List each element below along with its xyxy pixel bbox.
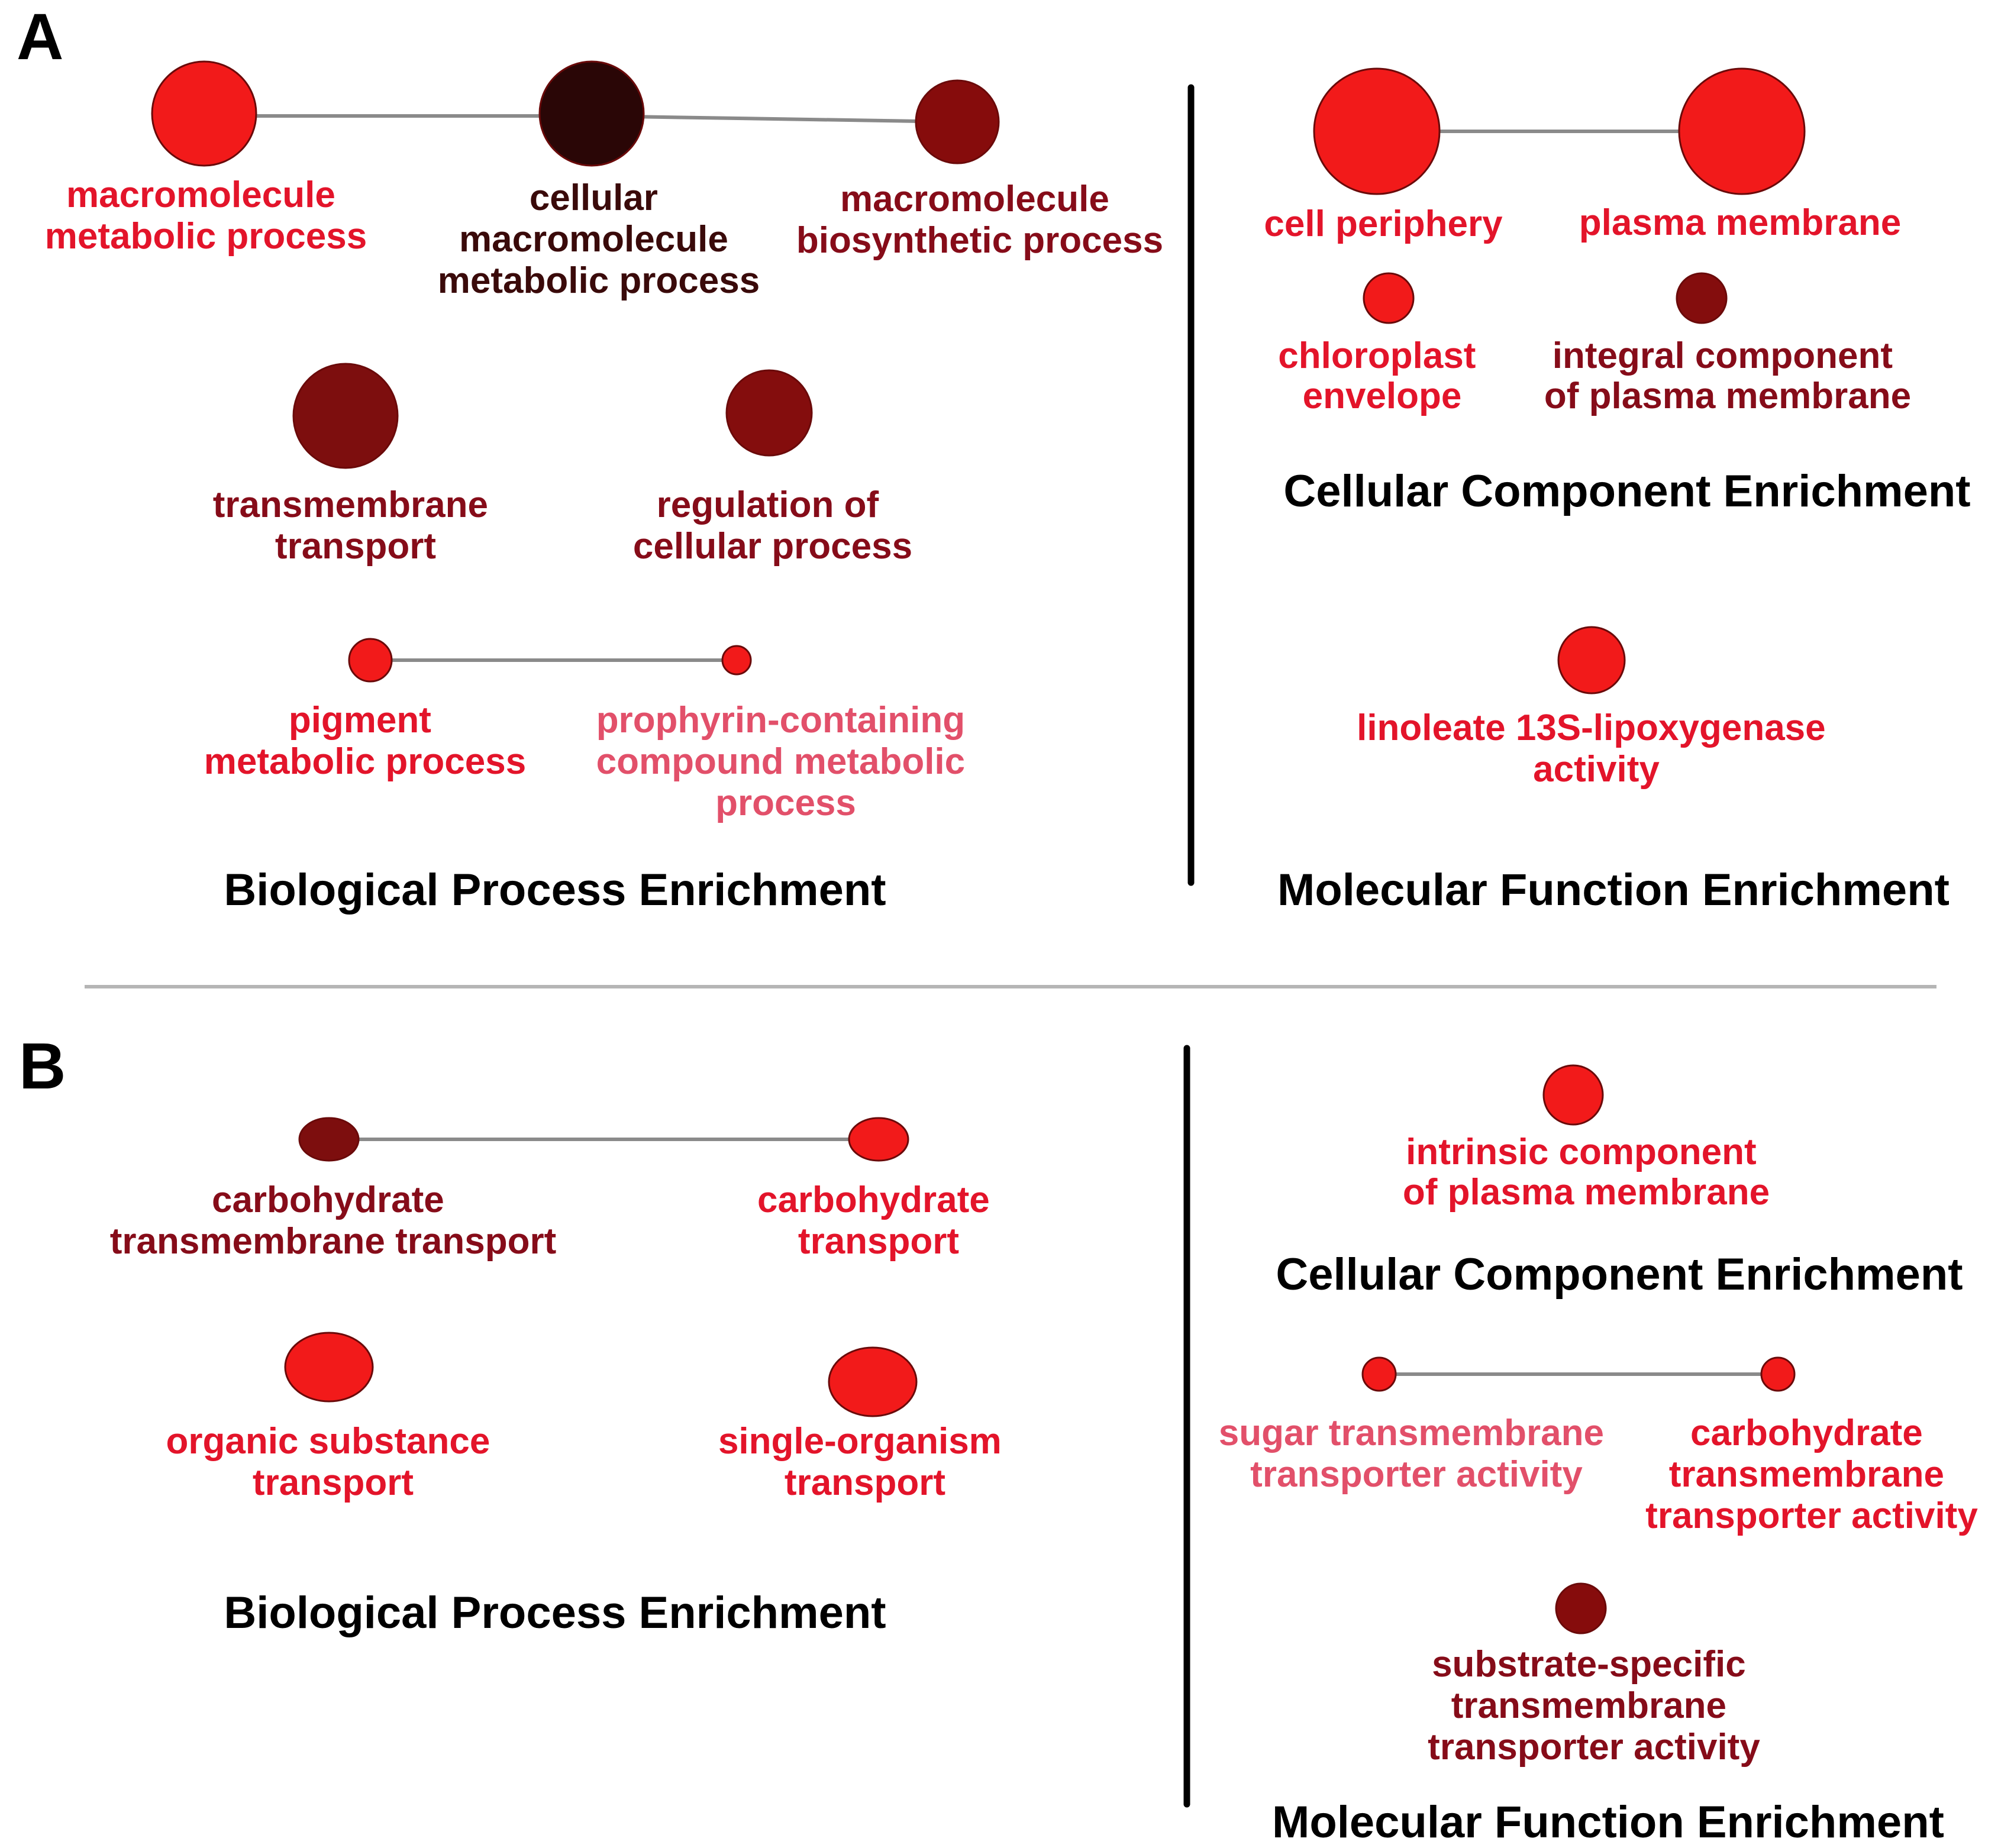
node[interactable] — [348, 638, 393, 683]
node-label: regulation of cellular process — [633, 484, 912, 567]
node-label: transmembrane transport — [213, 484, 498, 567]
section-title: Cellular Component Enrichment — [1276, 1249, 1963, 1300]
edge — [591, 114, 958, 124]
section-title: Biological Process Enrichment — [224, 1588, 886, 1638]
panel-b-molecular-function: sugar transmembrane transporter activity… — [1219, 1356, 1978, 1847]
node-label: pigment metabolic process — [204, 700, 526, 782]
node[interactable] — [1557, 626, 1626, 694]
node[interactable] — [284, 1332, 374, 1403]
node-label: macromolecule metabolic process — [45, 175, 367, 257]
node-label: linoleate 13S-lipoxygenase activity — [1357, 707, 1836, 790]
node-label: cellular macromolecule metabolic process — [438, 177, 760, 301]
node-label: integral component of plasma membrane — [1544, 335, 1911, 416]
section-title: Biological Process Enrichment — [224, 865, 886, 915]
node[interactable] — [1678, 67, 1806, 195]
node-label: substrate-specific transmembrane transpo… — [1428, 1644, 1760, 1768]
node-label: intrinsic component of plasma membrane — [1403, 1132, 1770, 1213]
section-title: Molecular Function Enrichment — [1272, 1797, 1944, 1847]
panel-a-cellular-component: cell periphery plasma membrane chloropla… — [1264, 67, 1971, 516]
node-label: carbohydrate transport — [757, 1180, 1000, 1262]
node-label: single-organism transport — [718, 1421, 1012, 1503]
node[interactable] — [725, 369, 813, 457]
panel-b-biological-process: carbohydrate transmembrane transport car… — [110, 1117, 1012, 1638]
panel-a-molecular-function: linoleate 13S-lipoxygenase activity Mole… — [1277, 626, 1950, 915]
node[interactable] — [848, 1117, 909, 1162]
panel-label-a: A — [17, 1, 63, 73]
panel-label-b: B — [19, 1030, 66, 1103]
node-label: cell periphery — [1264, 203, 1503, 244]
node-label: sugar transmembrane transporter activity — [1219, 1413, 1614, 1495]
node[interactable] — [828, 1346, 918, 1417]
node[interactable] — [1542, 1064, 1604, 1126]
node[interactable] — [721, 645, 752, 676]
node[interactable] — [1555, 1582, 1607, 1634]
node[interactable] — [538, 60, 645, 167]
section-title: Cellular Component Enrichment — [1283, 466, 1970, 516]
panel-b-cellular-component: intrinsic component of plasma membrane C… — [1276, 1064, 1963, 1300]
node[interactable] — [1313, 67, 1441, 195]
section-title: Molecular Function Enrichment — [1277, 865, 1950, 915]
node[interactable] — [1676, 272, 1728, 324]
node-label: carbohydrate transmembrane transport — [110, 1180, 557, 1262]
node[interactable] — [915, 79, 1000, 164]
node-label: macromolecule biosynthetic process — [796, 179, 1163, 261]
node-label: organic substance transport — [166, 1421, 500, 1503]
node[interactable] — [1760, 1356, 1796, 1392]
panel-a-biological-process: macromolecule metabolic process cellular… — [45, 60, 1163, 915]
node[interactable] — [292, 363, 399, 469]
node-label: carbohydrate transmembrane transporter a… — [1645, 1413, 1978, 1536]
node[interactable] — [151, 60, 257, 167]
node-label: plasma membrane — [1579, 202, 1901, 243]
node-label: prophyrin-containing compound metabolic … — [596, 700, 976, 823]
node[interactable] — [1363, 272, 1415, 324]
node[interactable] — [1361, 1356, 1397, 1392]
node[interactable] — [298, 1117, 360, 1162]
node-label: chloroplast envelope — [1278, 335, 1486, 416]
